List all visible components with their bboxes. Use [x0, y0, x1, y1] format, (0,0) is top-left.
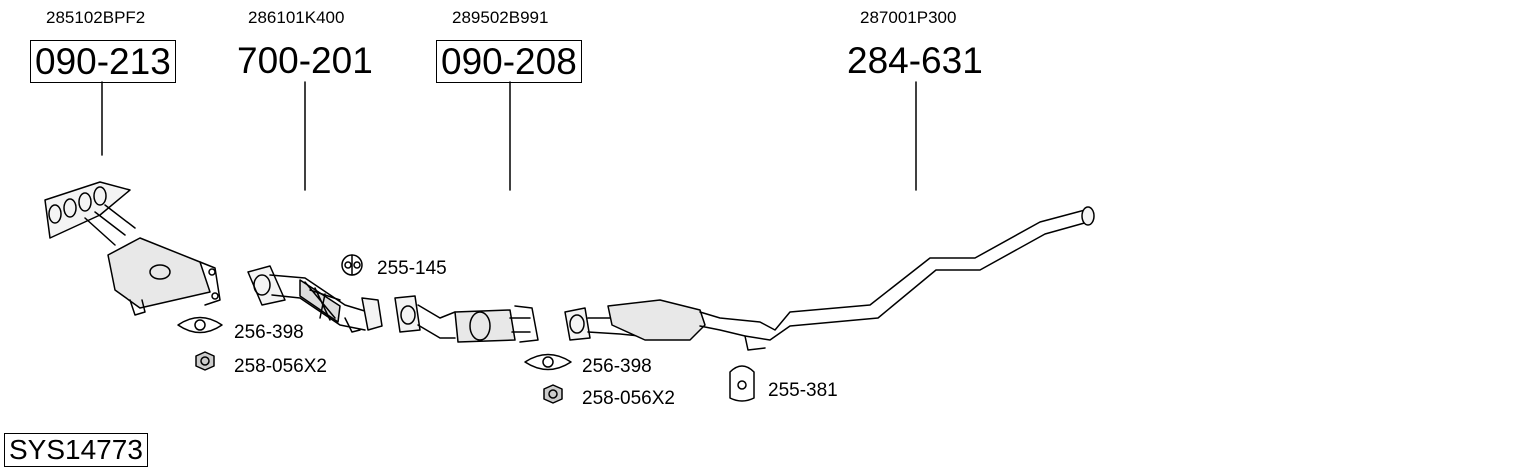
part-number-label: 700-201	[237, 40, 373, 81]
part-number-label: 284-631	[847, 40, 983, 81]
gasket-icon	[524, 353, 572, 371]
oem-code: 287001P300	[860, 8, 957, 27]
oem-code: 289502B991	[452, 8, 549, 27]
accessory-label: 256-398	[234, 322, 304, 343]
accessory-label: 256-398	[582, 356, 652, 377]
flex-pipe-drawing	[247, 265, 383, 333]
accessory-label: 255-145	[377, 258, 447, 279]
part-number-label: 090-213	[30, 40, 176, 83]
gasket-icon	[177, 316, 223, 334]
nut-icon	[543, 384, 563, 404]
oem-code: 285102BPF2	[46, 8, 146, 27]
accessory-label: 258-056X2	[582, 388, 675, 409]
part-number-label: 090-208	[436, 40, 582, 83]
nut-icon	[195, 351, 215, 371]
rubber-hanger-icon	[729, 365, 755, 402]
system-id-label: SYS14773	[4, 433, 148, 467]
oem-code: 286101K400	[248, 8, 345, 27]
rubber-mount-icon	[341, 254, 363, 276]
accessory-label: 258-056X2	[234, 356, 327, 377]
silencer-tailpipe-drawing	[564, 206, 1095, 351]
catalyst-drawing	[394, 295, 539, 343]
manifold-catalyst-drawing	[44, 181, 221, 316]
accessory-label: 255-381	[768, 380, 838, 401]
